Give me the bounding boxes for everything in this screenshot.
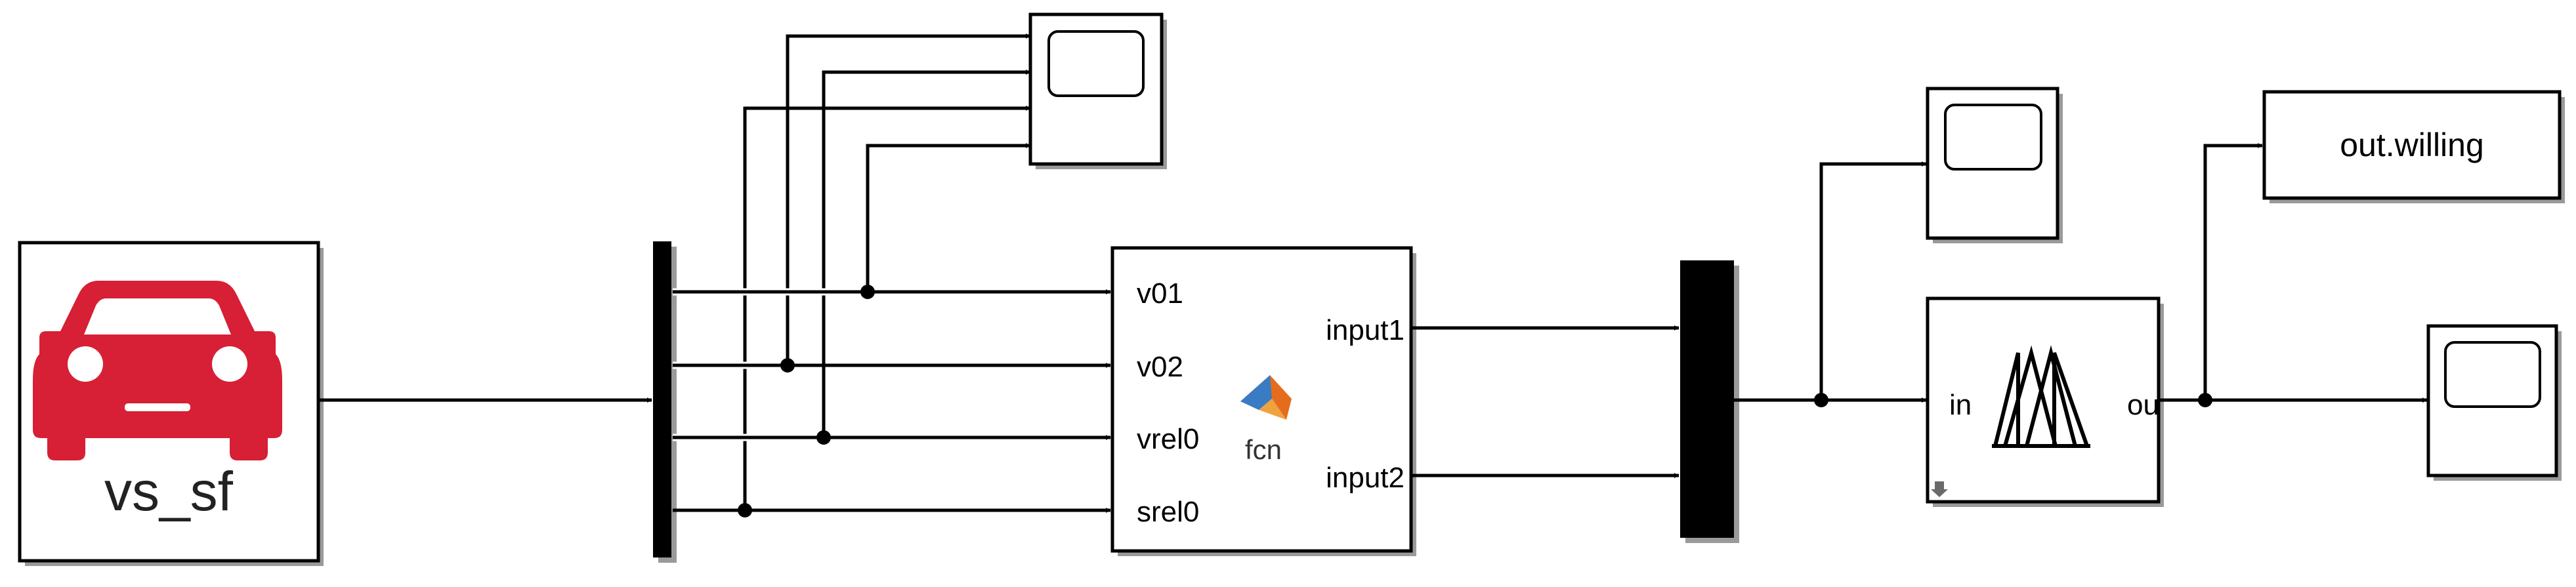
matlab-logo-icon	[1240, 375, 1292, 420]
bus-output-signals[interactable]	[673, 285, 1111, 517]
fuzzy-output-signals[interactable]	[2159, 143, 2428, 407]
matlab-function-block[interactable]: v01 v02 vrel0 srel0 input1 input2 fcn	[1110, 246, 1416, 556]
vehicle-block[interactable]: vs_sf	[18, 241, 324, 566]
scope-1[interactable]	[1028, 12, 1167, 169]
fuzzy-output-port: ou	[2127, 389, 2159, 421]
fuzzy-logic-controller[interactable]: in ou	[1926, 296, 2164, 507]
car-icon	[33, 281, 282, 460]
scope-screen-icon	[1047, 30, 1145, 97]
mux-block[interactable]	[1680, 260, 1739, 543]
output-port-input1: input1	[1326, 314, 1404, 346]
scope-2[interactable]	[1926, 87, 2063, 243]
input-port-v02: v02	[1137, 351, 1183, 383]
mux-output-signals[interactable]	[1734, 161, 1927, 407]
bus-selector[interactable]	[653, 241, 677, 563]
membership-functions-icon	[1992, 345, 2090, 448]
output-port-input2: input2	[1326, 462, 1404, 494]
input-port-vrel0: vrel0	[1137, 423, 1199, 455]
vehicle-label: vs_sf	[104, 460, 234, 522]
to-workspace-block[interactable]: out.willing	[2262, 90, 2565, 203]
input-port-srel0: srel0	[1137, 496, 1199, 528]
to-workspace-label: out.willing	[2340, 127, 2484, 163]
fuzzy-input-port: in	[1949, 389, 1972, 421]
scope-screen-icon	[2444, 341, 2541, 408]
scope-screen-icon	[1944, 104, 2042, 171]
scope-3[interactable]	[2426, 324, 2562, 481]
scope-branch-signals[interactable]	[743, 33, 1031, 510]
function-output-signals[interactable]	[1411, 325, 1679, 478]
function-name-label: fcn	[1245, 434, 1282, 465]
input-port-v01: v01	[1137, 277, 1183, 310]
mask-arrow-icon	[1931, 479, 1948, 498]
